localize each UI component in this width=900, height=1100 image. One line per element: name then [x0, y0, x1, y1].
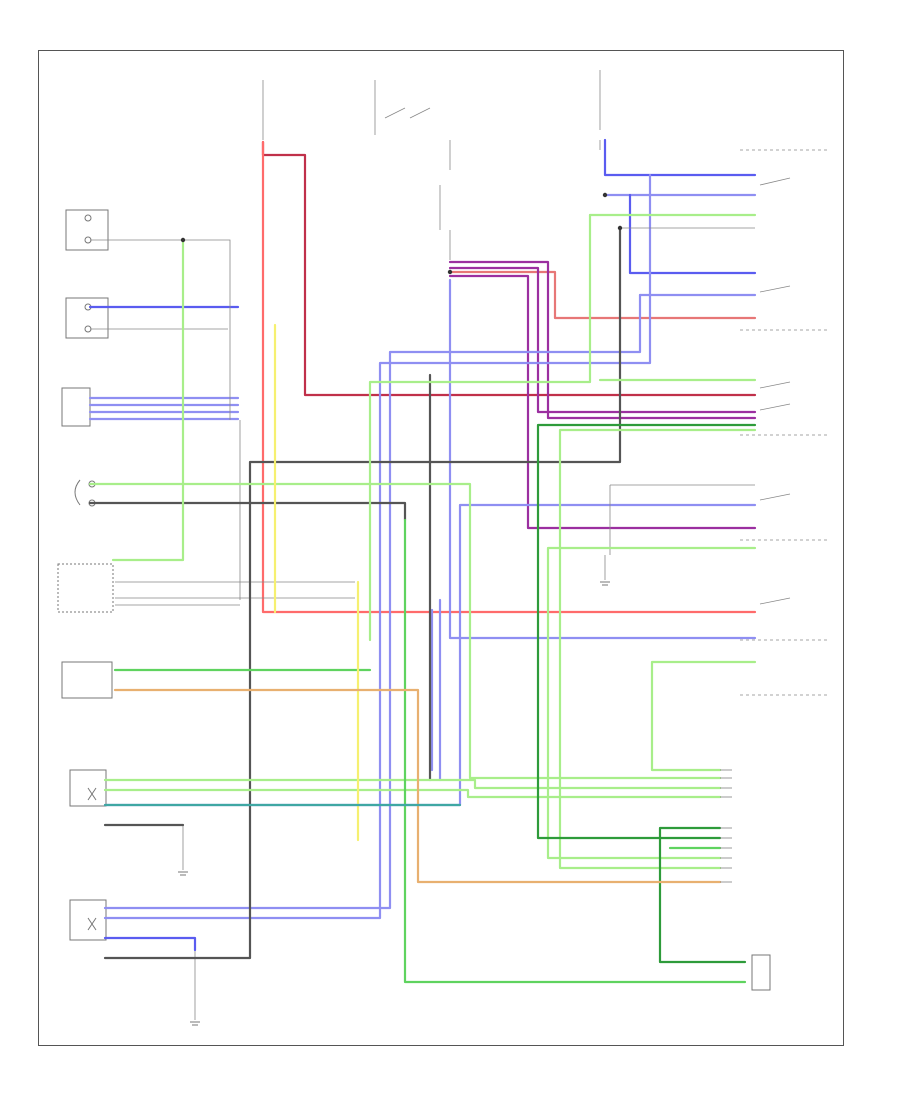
relay-switches — [740, 149, 830, 696]
splice-dots — [180, 192, 623, 275]
wires — [88, 138, 757, 984]
diagram-frame — [38, 50, 844, 1046]
connector-terminals — [720, 769, 732, 883]
